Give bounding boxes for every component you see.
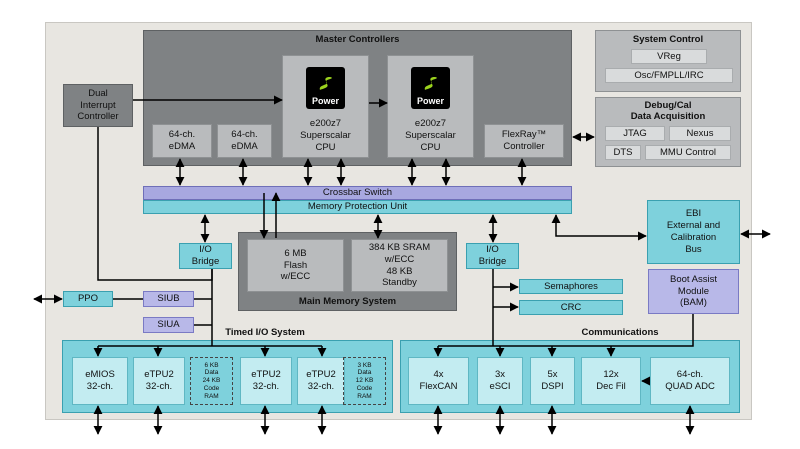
interrupt-bridge-line: [97, 127, 213, 281]
boot-assist-module: Boot Assist Module (BAM): [648, 269, 739, 314]
etpu-ram-a: 6 KB Data 24 KB Code RAM: [190, 357, 233, 405]
flexray-controller: FlexRay™ Controller: [484, 124, 564, 158]
edma-2: 64-ch. eDMA: [217, 124, 272, 158]
cpu-1-badge: Power: [311, 96, 339, 106]
ppo: PPO: [63, 291, 113, 307]
vreg: VReg: [631, 49, 707, 64]
dec-fil: 12x Dec Fil: [581, 357, 641, 405]
jtag: JTAG: [605, 126, 665, 141]
timed-io-title: Timed I/O System: [225, 327, 305, 338]
system-control-title: System Control: [632, 34, 704, 45]
ebi-external-calibration-bus: EBI External and Calibration Bus: [647, 200, 740, 264]
communications-title: Communications: [581, 327, 659, 338]
etpu2-b: eTPU2 32-ch.: [240, 357, 292, 405]
etpu2-c: eTPU2 32-ch.: [297, 357, 345, 405]
etpu2-a: eTPU2 32-ch.: [133, 357, 185, 405]
io-bridge-right: I/O Bridge: [466, 243, 519, 269]
power-architecture-icon: Power: [306, 67, 345, 109]
esci: 3x eSCI: [477, 357, 523, 405]
io-bridge-left: I/O Bridge: [179, 243, 232, 269]
dts: DTS: [605, 145, 641, 160]
emios: eMIOS 32-ch.: [72, 357, 128, 405]
cpu-2-label: e200z7 Superscalar CPU: [405, 118, 456, 153]
etpu-ram-b: 3 KB Data 12 KB Code RAM: [343, 357, 386, 405]
siub: SIUB: [143, 291, 194, 307]
debug-cal-title: Debug/Cal Data Acquisition: [630, 100, 706, 123]
dspi: 5x DSPI: [530, 357, 575, 405]
mmu-control: MMU Control: [645, 145, 731, 160]
main-memory-title: Main Memory System: [298, 296, 397, 307]
master-controllers-title: Master Controllers: [315, 34, 400, 45]
mpu-ebi-arrow: [551, 214, 647, 241]
power-architecture-icon: Power: [411, 67, 450, 109]
siua: SIUA: [143, 317, 194, 333]
flexcan: 4x FlexCAN: [408, 357, 469, 405]
dual-interrupt-controller: Dual Interrupt Controller: [63, 84, 133, 127]
bam-bus-line: [611, 314, 694, 347]
osc-fmpll-irc: Osc/FMPLL/IRC: [605, 68, 733, 83]
cpu-1-label: e200z7 Superscalar CPU: [300, 118, 351, 153]
flash-memory: 6 MB Flash w/ECC: [247, 239, 344, 292]
memory-protection-unit: Memory Protection Unit: [143, 200, 572, 214]
crossbar-switch: Crossbar Switch: [143, 186, 572, 200]
sram-memory: 384 KB SRAM w/ECC 48 KB Standby: [351, 239, 448, 292]
nexus: Nexus: [669, 126, 731, 141]
semaphores: Semaphores: [519, 279, 623, 294]
quad-adc: 64-ch. QUAD ADC: [650, 357, 730, 405]
cpu-2-badge: Power: [416, 96, 444, 106]
crc: CRC: [519, 300, 623, 315]
edma-1: 64-ch. eDMA: [152, 124, 212, 158]
